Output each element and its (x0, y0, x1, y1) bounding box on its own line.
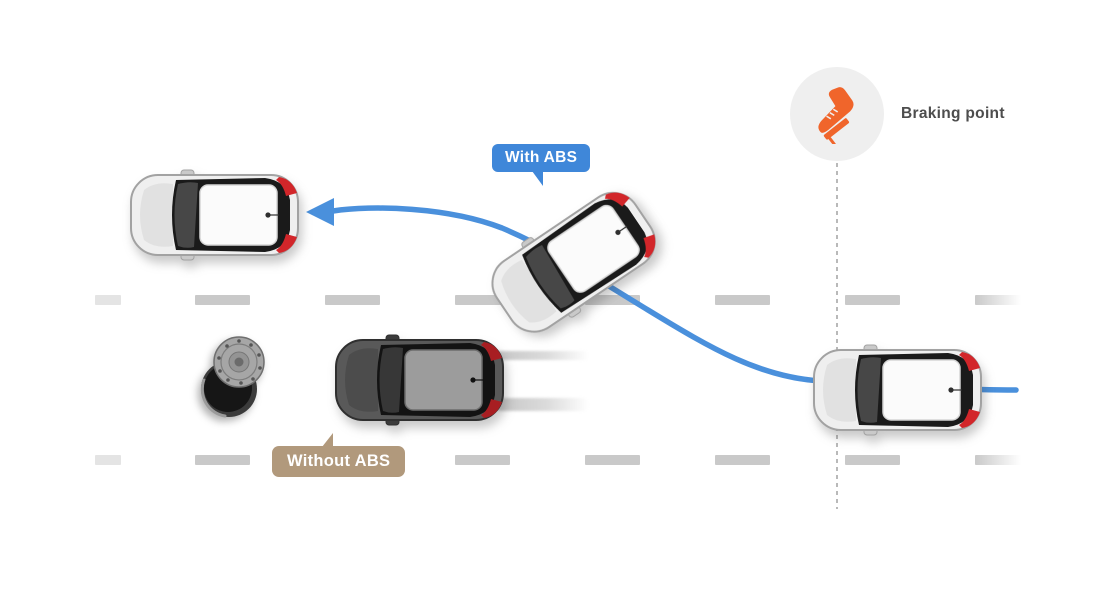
lane-dash (585, 455, 640, 465)
pedal-stem (828, 137, 836, 144)
with-abs-bubble: With ABS (492, 144, 591, 186)
braking-point-guide-line (836, 163, 838, 509)
bubble-tail (322, 433, 333, 447)
lane-dash (975, 455, 1021, 465)
skid-mark (495, 351, 589, 360)
without-abs-label: Without ABS (287, 452, 391, 470)
pedal-bar (823, 118, 850, 140)
lane-dash (715, 455, 770, 465)
shoe (818, 87, 854, 133)
braking-point-label: Braking point (901, 105, 1005, 122)
lane-dash (195, 295, 250, 305)
shoe-laces (826, 108, 839, 120)
barrel-rim-highlight (200, 378, 227, 418)
barrel-obstacle (200, 336, 265, 418)
car-with-abs-avoided (129, 169, 301, 261)
barrel-hub (234, 357, 244, 367)
lane-dash (195, 455, 250, 465)
skid-mark (495, 398, 589, 411)
lane-dash (845, 295, 900, 305)
lane-dash (325, 295, 380, 305)
bubble-tail (532, 171, 543, 186)
lane-dash (95, 455, 121, 465)
lane-dash (715, 295, 770, 305)
lane-dash (95, 295, 121, 305)
car-with-abs-steering (477, 176, 671, 348)
with-abs-label: With ABS (505, 149, 578, 166)
lane-dash (845, 455, 900, 465)
car-without-abs-skidding (334, 334, 506, 426)
barrel-lid-ring (220, 343, 258, 381)
lane-dash (455, 455, 510, 465)
brake-pedal-icon (818, 87, 854, 144)
barrel-rivets (217, 339, 262, 385)
braking-point-badge (790, 67, 884, 161)
lane-dash (975, 295, 1021, 305)
without-abs-bubble: Without ABS (272, 433, 406, 477)
car-at-braking-point (812, 344, 984, 436)
arrow-left-icon (306, 198, 334, 226)
